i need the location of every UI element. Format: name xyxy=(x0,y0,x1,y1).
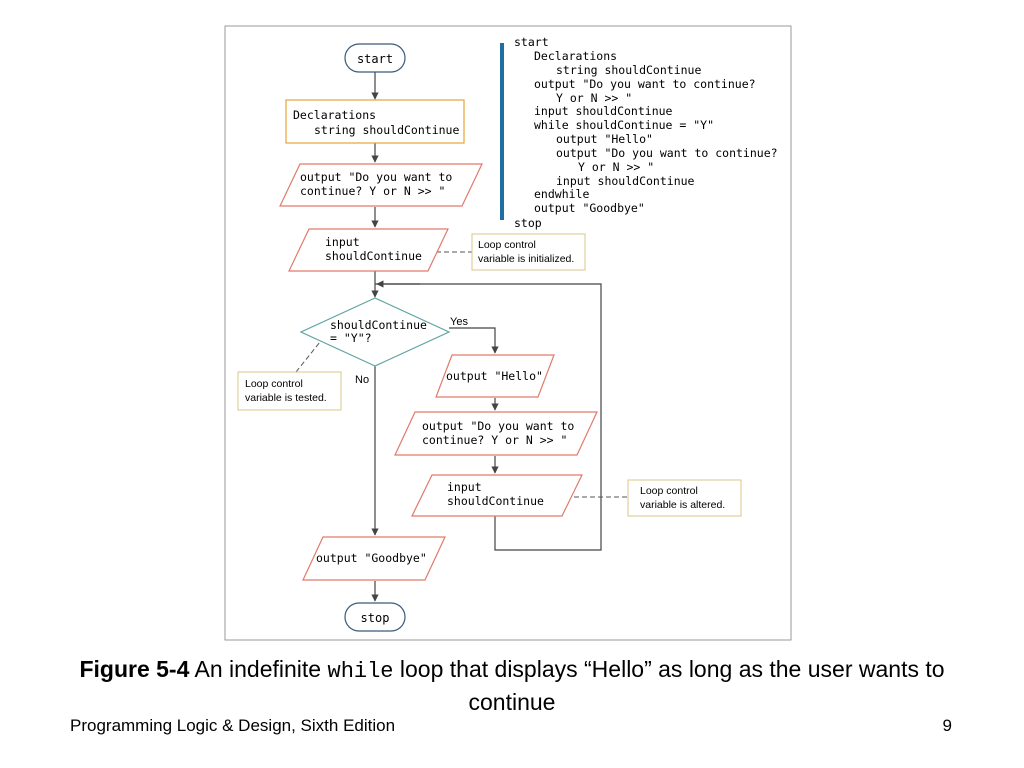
pseudocode-block: start Declarations string shouldContinue… xyxy=(514,35,778,230)
note-tested xyxy=(237,371,342,411)
caption-text-after: loop that displays “Hello” as long as th… xyxy=(393,656,945,715)
hello-label: output "Hello" xyxy=(446,369,543,383)
note-initialized-line1: Loop control xyxy=(478,239,536,251)
pseudocode-line: output "Do you want to continue? xyxy=(534,77,756,91)
note-tested-line1: Loop control xyxy=(245,378,303,390)
prompt2-line1: output "Do you want to xyxy=(422,419,574,433)
pseudocode-line: endwhile xyxy=(534,187,589,201)
prompt2-line2: continue? Y or N >> " xyxy=(422,433,567,447)
caption-keyword: while xyxy=(327,659,394,684)
pseudocode-line: input shouldContinue xyxy=(534,104,673,118)
annotation-leaders xyxy=(295,251,628,498)
decision-diamond xyxy=(299,297,451,367)
note-altered-line1: Loop control xyxy=(640,485,698,497)
pseudocode-line: while shouldContinue = "Y" xyxy=(534,118,714,132)
input1-line2: shouldContinue xyxy=(325,249,422,263)
start-label: start xyxy=(357,52,393,66)
hello-output-parallelogram xyxy=(435,354,555,398)
pseudocode-line: Y or N >> " xyxy=(556,91,632,105)
pseudocode-line: Declarations xyxy=(534,49,617,63)
flow-connectors xyxy=(371,72,602,602)
note-initialized-line2: variable is initialized. xyxy=(478,253,574,265)
pseudocode-bar xyxy=(500,43,504,220)
declarations-line1: Declarations xyxy=(293,108,376,122)
declarations-box xyxy=(285,99,465,144)
input1-line1: input xyxy=(325,235,360,249)
pseudocode-line: Y or N >> " xyxy=(578,160,654,174)
input-parallelogram-initial xyxy=(288,228,449,272)
input-parallelogram-loop xyxy=(411,474,583,517)
page-number: 9 xyxy=(942,716,952,735)
caption-text-before: An indefinite xyxy=(189,656,328,682)
input2-line1: input xyxy=(447,480,482,494)
goodbye-label: output "Goodbye" xyxy=(316,551,427,565)
note-initialized xyxy=(471,233,586,271)
note-altered xyxy=(627,479,742,517)
input2-line2: shouldContinue xyxy=(447,494,544,508)
stop-label: stop xyxy=(361,611,390,625)
figure-caption: Figure 5-4 An indefinite while loop that… xyxy=(60,654,964,718)
leader-tested xyxy=(295,341,321,373)
start-terminal xyxy=(344,43,406,73)
pseudocode-line: start xyxy=(514,35,549,49)
pseudocode-line: output "Do you want to continue? xyxy=(556,146,778,160)
stop-terminal xyxy=(344,602,406,632)
note-altered-line2: variable is altered. xyxy=(640,499,725,511)
pseudocode-line: string shouldContinue xyxy=(556,63,701,77)
prompt1-line2: continue? Y or N >> " xyxy=(300,184,445,198)
no-label: No xyxy=(355,374,369,386)
arrow-yes-branch xyxy=(449,327,499,354)
book-title: Programming Logic & Design, Sixth Editio… xyxy=(70,716,396,735)
pseudocode-line: output "Hello" xyxy=(556,132,653,146)
decision-line1: shouldContinue xyxy=(330,318,427,332)
prompt-output-parallelogram-loop xyxy=(394,411,598,456)
note-tested-line2: variable is tested. xyxy=(245,392,327,404)
pseudocode-line: stop xyxy=(514,216,542,230)
pseudocode-line: input shouldContinue xyxy=(556,174,695,188)
prompt-output-parallelogram xyxy=(279,163,483,207)
figure-label: Figure 5-4 xyxy=(79,656,190,682)
decision-line2: = "Y"? xyxy=(330,331,372,345)
goodbye-output-parallelogram xyxy=(302,536,446,581)
yes-label: Yes xyxy=(450,316,468,328)
prompt1-line1: output "Do you want to xyxy=(300,170,452,184)
pseudocode-line: output "Goodbye" xyxy=(534,201,645,215)
loop-back-line xyxy=(375,283,602,551)
declarations-line2: string shouldContinue xyxy=(314,123,459,137)
